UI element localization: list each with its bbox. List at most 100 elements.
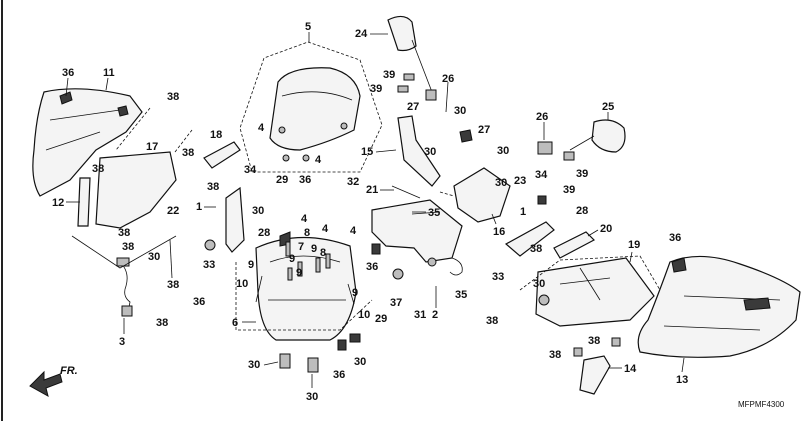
callout-13: 13 [676, 374, 688, 386]
callout-4-d: 4 [322, 223, 329, 235]
callout-30-a: 30 [252, 205, 264, 217]
meter-bracket [439, 129, 511, 223]
callout-9-b: 9 [248, 259, 254, 271]
callout-37: 37 [390, 297, 402, 309]
direction-label: FR. [60, 365, 78, 377]
callout-11: 11 [103, 67, 115, 79]
upper-cowl [235, 231, 373, 341]
callout-38-i: 38 [530, 243, 542, 255]
callout-38-j: 38 [486, 315, 498, 327]
fairing-stay-frame [371, 115, 463, 280]
callout-5: 5 [305, 21, 311, 33]
callout-36-e: 36 [366, 261, 378, 273]
callout-4-b: 4 [258, 122, 265, 134]
callout-28-a: 28 [258, 227, 270, 239]
callout-29-b: 29 [375, 313, 387, 325]
callout-38-a: 38 [167, 91, 179, 103]
callout-36-a: 36 [62, 67, 74, 79]
right-inner-panel [519, 255, 661, 327]
callout-12: 12 [52, 197, 64, 209]
callout-39-b: 39 [370, 83, 382, 95]
callout-25: 25 [602, 101, 614, 113]
callout-29-a: 29 [276, 174, 288, 186]
center-left-bracket [203, 141, 245, 253]
callout-30-c: 30 [354, 356, 366, 368]
windscreen-assembly [239, 41, 383, 173]
callout-8-b: 8 [320, 247, 326, 259]
callout-4-a: 4 [301, 213, 308, 225]
callout-4-c: 4 [315, 154, 322, 166]
callout-3: 3 [119, 336, 125, 348]
callout-31: 31 [414, 309, 426, 321]
callout-19: 19 [628, 239, 640, 251]
callout-2: 2 [432, 309, 438, 321]
callout-9-e: 9 [352, 287, 358, 299]
callout-17: 17 [146, 141, 158, 153]
callout-39-c: 39 [576, 168, 588, 180]
callout-24: 24 [355, 28, 368, 40]
callout-36-d: 36 [333, 369, 345, 381]
callout-4-e: 4 [350, 225, 357, 237]
callout-30-d: 30 [248, 359, 260, 371]
callout-23: 23 [514, 175, 526, 187]
callout-38-c: 38 [92, 163, 104, 175]
callout-16: 16 [493, 226, 505, 238]
wire-harness [71, 235, 177, 317]
callout-34-b: 34 [535, 169, 548, 181]
callout-36-b: 36 [299, 174, 311, 186]
callout-38-b: 38 [182, 147, 194, 159]
callout-30-h: 30 [497, 145, 509, 157]
callout-36-c: 36 [193, 296, 205, 308]
callout-9-a: 9 [311, 243, 317, 255]
callout-18: 18 [210, 129, 222, 141]
callout-1-b: 1 [520, 206, 526, 218]
callout-30-f: 30 [454, 105, 466, 117]
callout-7: 7 [298, 241, 304, 253]
left-side-fairing [32, 88, 143, 197]
callout-38-l: 38 [549, 349, 561, 361]
callout-38-f: 38 [122, 241, 134, 253]
callout-38-k: 38 [588, 335, 600, 347]
callout-38-h: 38 [156, 317, 168, 329]
callout-33-b: 33 [492, 271, 504, 283]
callout-38-g: 38 [167, 279, 179, 291]
callout-30-e: 30 [306, 391, 318, 403]
right-mirror-assembly [537, 119, 626, 161]
callout-28-b: 28 [576, 205, 588, 217]
callout-36-f: 36 [669, 232, 681, 244]
callout-10-a: 10 [236, 278, 248, 290]
diagram-code: MFPMF4300 [738, 400, 785, 409]
callout-21: 21 [366, 184, 378, 196]
callout-39-d: 39 [563, 184, 575, 196]
callout-27-b: 27 [478, 124, 490, 136]
callout-30-j: 30 [533, 278, 545, 290]
callout-39-a: 39 [383, 69, 395, 81]
callout-1-a: 1 [196, 201, 202, 213]
callout-6: 6 [232, 317, 238, 329]
callout-20: 20 [600, 223, 612, 235]
left-inner-panel [77, 107, 193, 229]
callout-9-d: 9 [296, 267, 302, 279]
callout-35-b: 35 [455, 289, 467, 301]
callout-27-a: 27 [407, 101, 419, 113]
lower-right-bracket [573, 337, 621, 395]
front-direction-arrow: FR. [29, 365, 78, 397]
left-mirror-assembly [387, 15, 449, 113]
callout-10-b: 10 [358, 309, 370, 321]
callout-30-b: 30 [148, 251, 160, 263]
right-side-fairing [637, 255, 801, 358]
callout-34-a: 34 [244, 164, 257, 176]
callout-26-a: 26 [442, 73, 454, 85]
callout-15: 15 [361, 146, 373, 158]
callout-32: 32 [347, 176, 359, 188]
callout-14: 14 [624, 363, 637, 375]
callout-38-e: 38 [118, 227, 130, 239]
callout-33-a: 33 [203, 259, 215, 271]
callout-30-g: 30 [424, 146, 436, 158]
callout-22: 22 [167, 205, 179, 217]
fastener-cluster [255, 241, 355, 305]
callout-26-b: 26 [536, 111, 548, 123]
callout-8-a: 8 [304, 227, 310, 239]
